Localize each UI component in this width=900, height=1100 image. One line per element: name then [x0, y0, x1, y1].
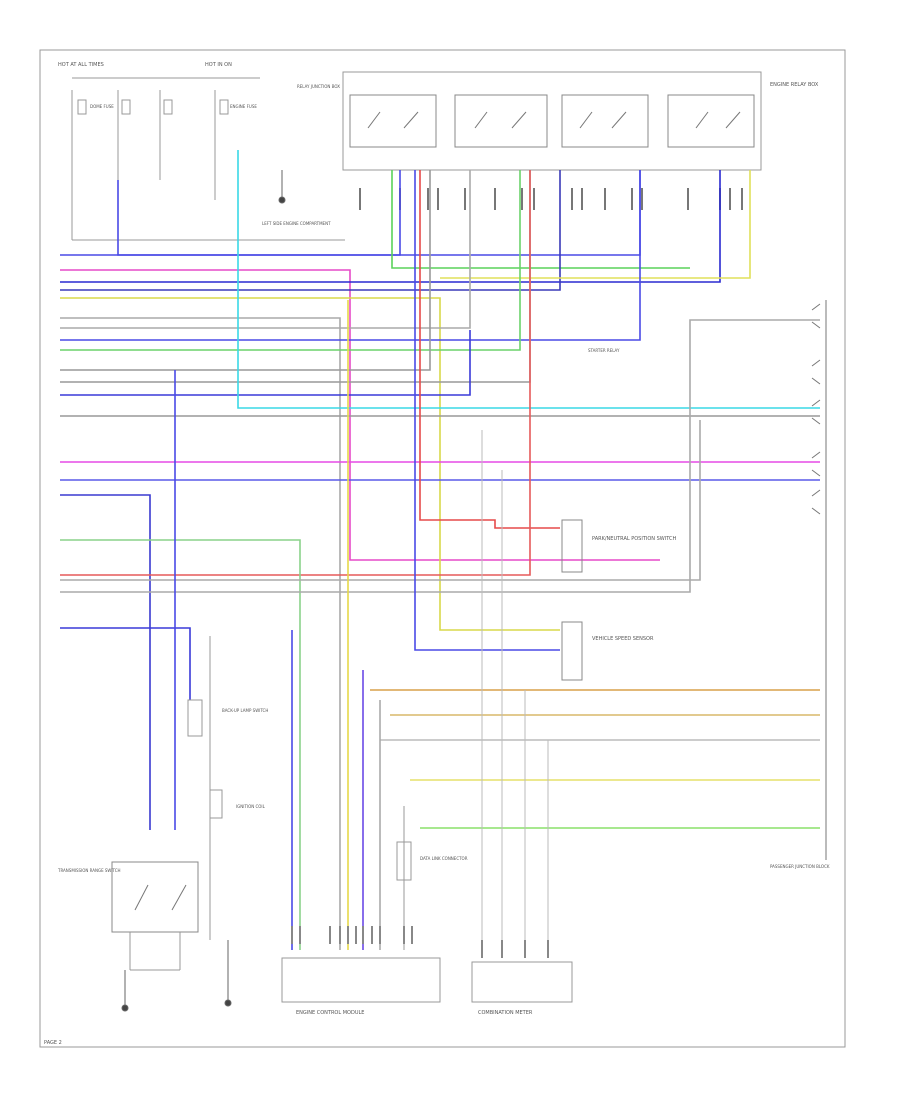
- wire-green-2: [60, 170, 521, 351]
- fuse-block-wires: [71, 77, 345, 241]
- wire-yellow-1: [60, 297, 560, 631]
- wire-blue-5: [60, 330, 471, 396]
- label-starter-relay: STARTER RELAY: [588, 348, 620, 353]
- wire-gray-2: [60, 170, 471, 329]
- label-backup-lamp: BACK-UP LAMP SWITCH: [222, 708, 268, 713]
- combo-pin-stubs: [481, 940, 549, 958]
- relay-connector-stubs: [359, 188, 743, 210]
- label-vehicle-speed: VEHICLE SPEED SENSOR: [592, 636, 654, 642]
- wire-cyan: [237, 150, 820, 409]
- relay-box-outline: [342, 71, 762, 171]
- combo-meter-connector: [471, 961, 573, 1003]
- label-trans-switch: TRANSMISSION RANGE SWITCH: [57, 868, 121, 873]
- wire-gray-6: [60, 420, 701, 581]
- ecm-pin-stubs: [291, 926, 413, 944]
- diagram-border: [39, 49, 846, 1048]
- trans-switch: [111, 861, 199, 971]
- wire-green-1: [391, 170, 690, 269]
- label-page-ref: PAGE 2: [44, 1040, 62, 1046]
- relay-2: [454, 94, 548, 148]
- wire-blue-3: [60, 170, 721, 283]
- wire-red-2: [60, 170, 531, 576]
- combo-wires: [481, 430, 549, 940]
- ecm-connector: [281, 957, 441, 1003]
- relay-3: [561, 94, 649, 148]
- wire-blue-7: [60, 494, 151, 830]
- speed-sensor-box: [561, 621, 583, 681]
- wire-blue-2: [60, 170, 641, 256]
- wire-blue-4: [60, 170, 641, 341]
- wire-navy: [60, 170, 561, 291]
- label-dome-fuse: DOME FUSE: [90, 104, 114, 109]
- label-ecm: ENGINE CONTROL MODULE: [296, 1010, 364, 1016]
- relay-4: [667, 94, 755, 148]
- label-ignition-coil: IGNITION COIL: [236, 804, 266, 809]
- label-hot-left: HOT AT ALL TIMES: [58, 62, 104, 68]
- label-hot-right: HOT IN ON: [205, 62, 232, 68]
- ground-symbols: [121, 170, 286, 1012]
- label-combo-meter: COMBINATION METER: [478, 1010, 533, 1016]
- wire-red: [419, 170, 560, 529]
- wire-blue-9: [414, 170, 560, 651]
- wire-gray-1: [60, 317, 341, 950]
- label-passenger-junction: PASSENGER JUNCTION BLOCK: [770, 864, 830, 869]
- label-data-link: DATA LINK CONNECTOR: [420, 856, 468, 861]
- relay-1: [349, 94, 437, 148]
- wire-blue-1: [117, 170, 401, 256]
- starter-relay-box: [561, 519, 583, 573]
- wire-magenta: [60, 269, 660, 561]
- wire-blue-8: [60, 627, 191, 700]
- label-relay-junction: RELAY JUNCTION BOX: [297, 84, 340, 89]
- label-engine-relay-box: ENGINE RELAY BOX: [770, 82, 819, 88]
- right-connectors: [811, 300, 827, 860]
- wire-yellow-2: [440, 170, 751, 279]
- wire-harness: [60, 150, 820, 950]
- label-ground-left: LEFT SIDE ENGINE COMPARTMENT: [262, 221, 331, 226]
- label-engine-fuse: ENGINE FUSE: [230, 104, 257, 109]
- wire-green-3: [60, 539, 301, 950]
- label-park-neutral: PARK/NEUTRAL POSITION SWITCH: [592, 536, 676, 542]
- wire-gray-3: [60, 170, 431, 371]
- wire-gray-7: [60, 319, 820, 593]
